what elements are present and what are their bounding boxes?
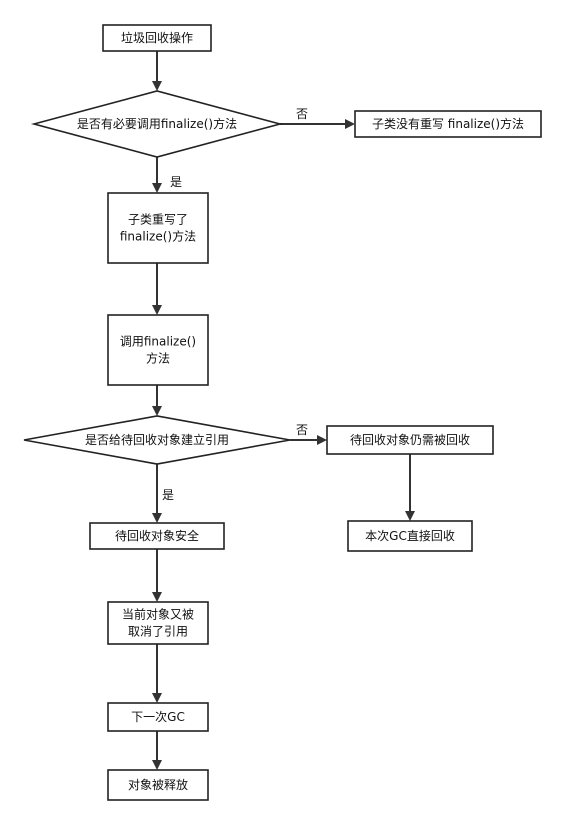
decision-need-finalize-shape [30, 90, 284, 158]
node-next-gc-label-line-1: 下一次GC [131, 710, 185, 724]
node-subclass-not-overridden-shape [354, 110, 542, 138]
decision-need-finalize-label: 是否有必要调用finalize()方法 [77, 116, 237, 131]
node-object-still-collected-shape [326, 425, 494, 455]
node-collect-this-gc-label: 本次GC直接回收 [365, 528, 455, 543]
edge-arrowhead-cancelled-to-next_gc [152, 693, 162, 703]
edge-arrowhead-start-to-d1 [152, 81, 162, 91]
edge-arrowhead-override-to-call [152, 305, 162, 315]
node-object-released-label-line-1: 对象被释放 [128, 777, 188, 792]
node-subclass-overridden-label-line-1: 子类重写了 [128, 213, 188, 227]
decision-re-reference-shape [23, 415, 291, 465]
node-subclass-overridden-label-line-2: finalize()方法 [120, 229, 196, 244]
decision-re-reference-label-line-1: 是否给待回收对象建立引用 [85, 432, 229, 447]
node-next-gc-label: 下一次GC [131, 710, 185, 724]
node-object-safe-shape [89, 522, 225, 550]
edge-arrowhead-d2-to-still [317, 435, 327, 445]
edge-label-d1-to-override: 是 [170, 175, 182, 189]
edge-arrowhead-still-to-collect_now [405, 511, 415, 521]
node-subclass-overridden-shape [107, 192, 209, 264]
node-object-safe-label: 待回收对象安全 [115, 528, 199, 543]
node-reference-cancelled-label: 当前对象又被取消了引用 [122, 607, 194, 639]
node-gc-operation-label: 垃圾回收操作 [121, 30, 193, 45]
edge-label-d2-to-safe: 是 [162, 488, 174, 502]
node-call-finalize-label-line-2: 方法 [146, 351, 170, 366]
node-object-safe-label-line-1: 待回收对象安全 [115, 528, 199, 543]
node-call-finalize-shape [107, 314, 209, 386]
edge-label-d2-to-still: 否 [296, 423, 308, 437]
edge-arrowhead-d1-to-override [152, 183, 162, 193]
node-object-still-collected-label: 待回收对象仍需被回收 [350, 433, 470, 447]
edge-arrowhead-call-to-d2 [152, 406, 162, 416]
node-subclass-not-overridden-label: 子类没有重写 finalize()方法 [372, 116, 524, 131]
node-reference-cancelled-shape [107, 601, 209, 645]
node-collect-this-gc-label-line-1: 本次GC直接回收 [365, 528, 455, 543]
node-reference-cancelled-label-line-1: 当前对象又被 [122, 607, 194, 622]
node-gc-operation-label-line-1: 垃圾回收操作 [121, 30, 193, 45]
node-call-finalize-label-line-1: 调用finalize() [120, 335, 196, 349]
edge-arrowhead-safe-to-cancelled [152, 592, 162, 602]
node-collect-this-gc-shape [347, 520, 473, 552]
edge-arrowhead-next_gc-to-released [152, 760, 162, 770]
decision-need-finalize-label-line-1: 是否有必要调用finalize()方法 [77, 116, 237, 131]
node-subclass-not-overridden-label-line-1: 子类没有重写 finalize()方法 [372, 116, 524, 131]
edge-label-d1-to-no_override: 否 [296, 107, 308, 121]
node-call-finalize-label: 调用finalize() 方法 [120, 335, 196, 366]
decision-re-reference-label: 是否给待回收对象建立引用 [85, 432, 229, 447]
edge-arrowhead-d1-to-no_override [345, 119, 355, 129]
node-object-still-collected-label-line-1: 待回收对象仍需被回收 [350, 433, 470, 447]
node-object-released-shape [107, 769, 209, 801]
node-next-gc-shape [107, 702, 209, 732]
edge-arrowhead-d2-to-safe [152, 513, 162, 523]
node-subclass-overridden-label: 子类重写了 finalize()方法 [120, 213, 196, 244]
node-reference-cancelled-label-line-2: 取消了引用 [128, 625, 188, 639]
node-gc-operation-shape [102, 24, 212, 52]
node-object-released-label: 对象被释放 [128, 777, 188, 792]
